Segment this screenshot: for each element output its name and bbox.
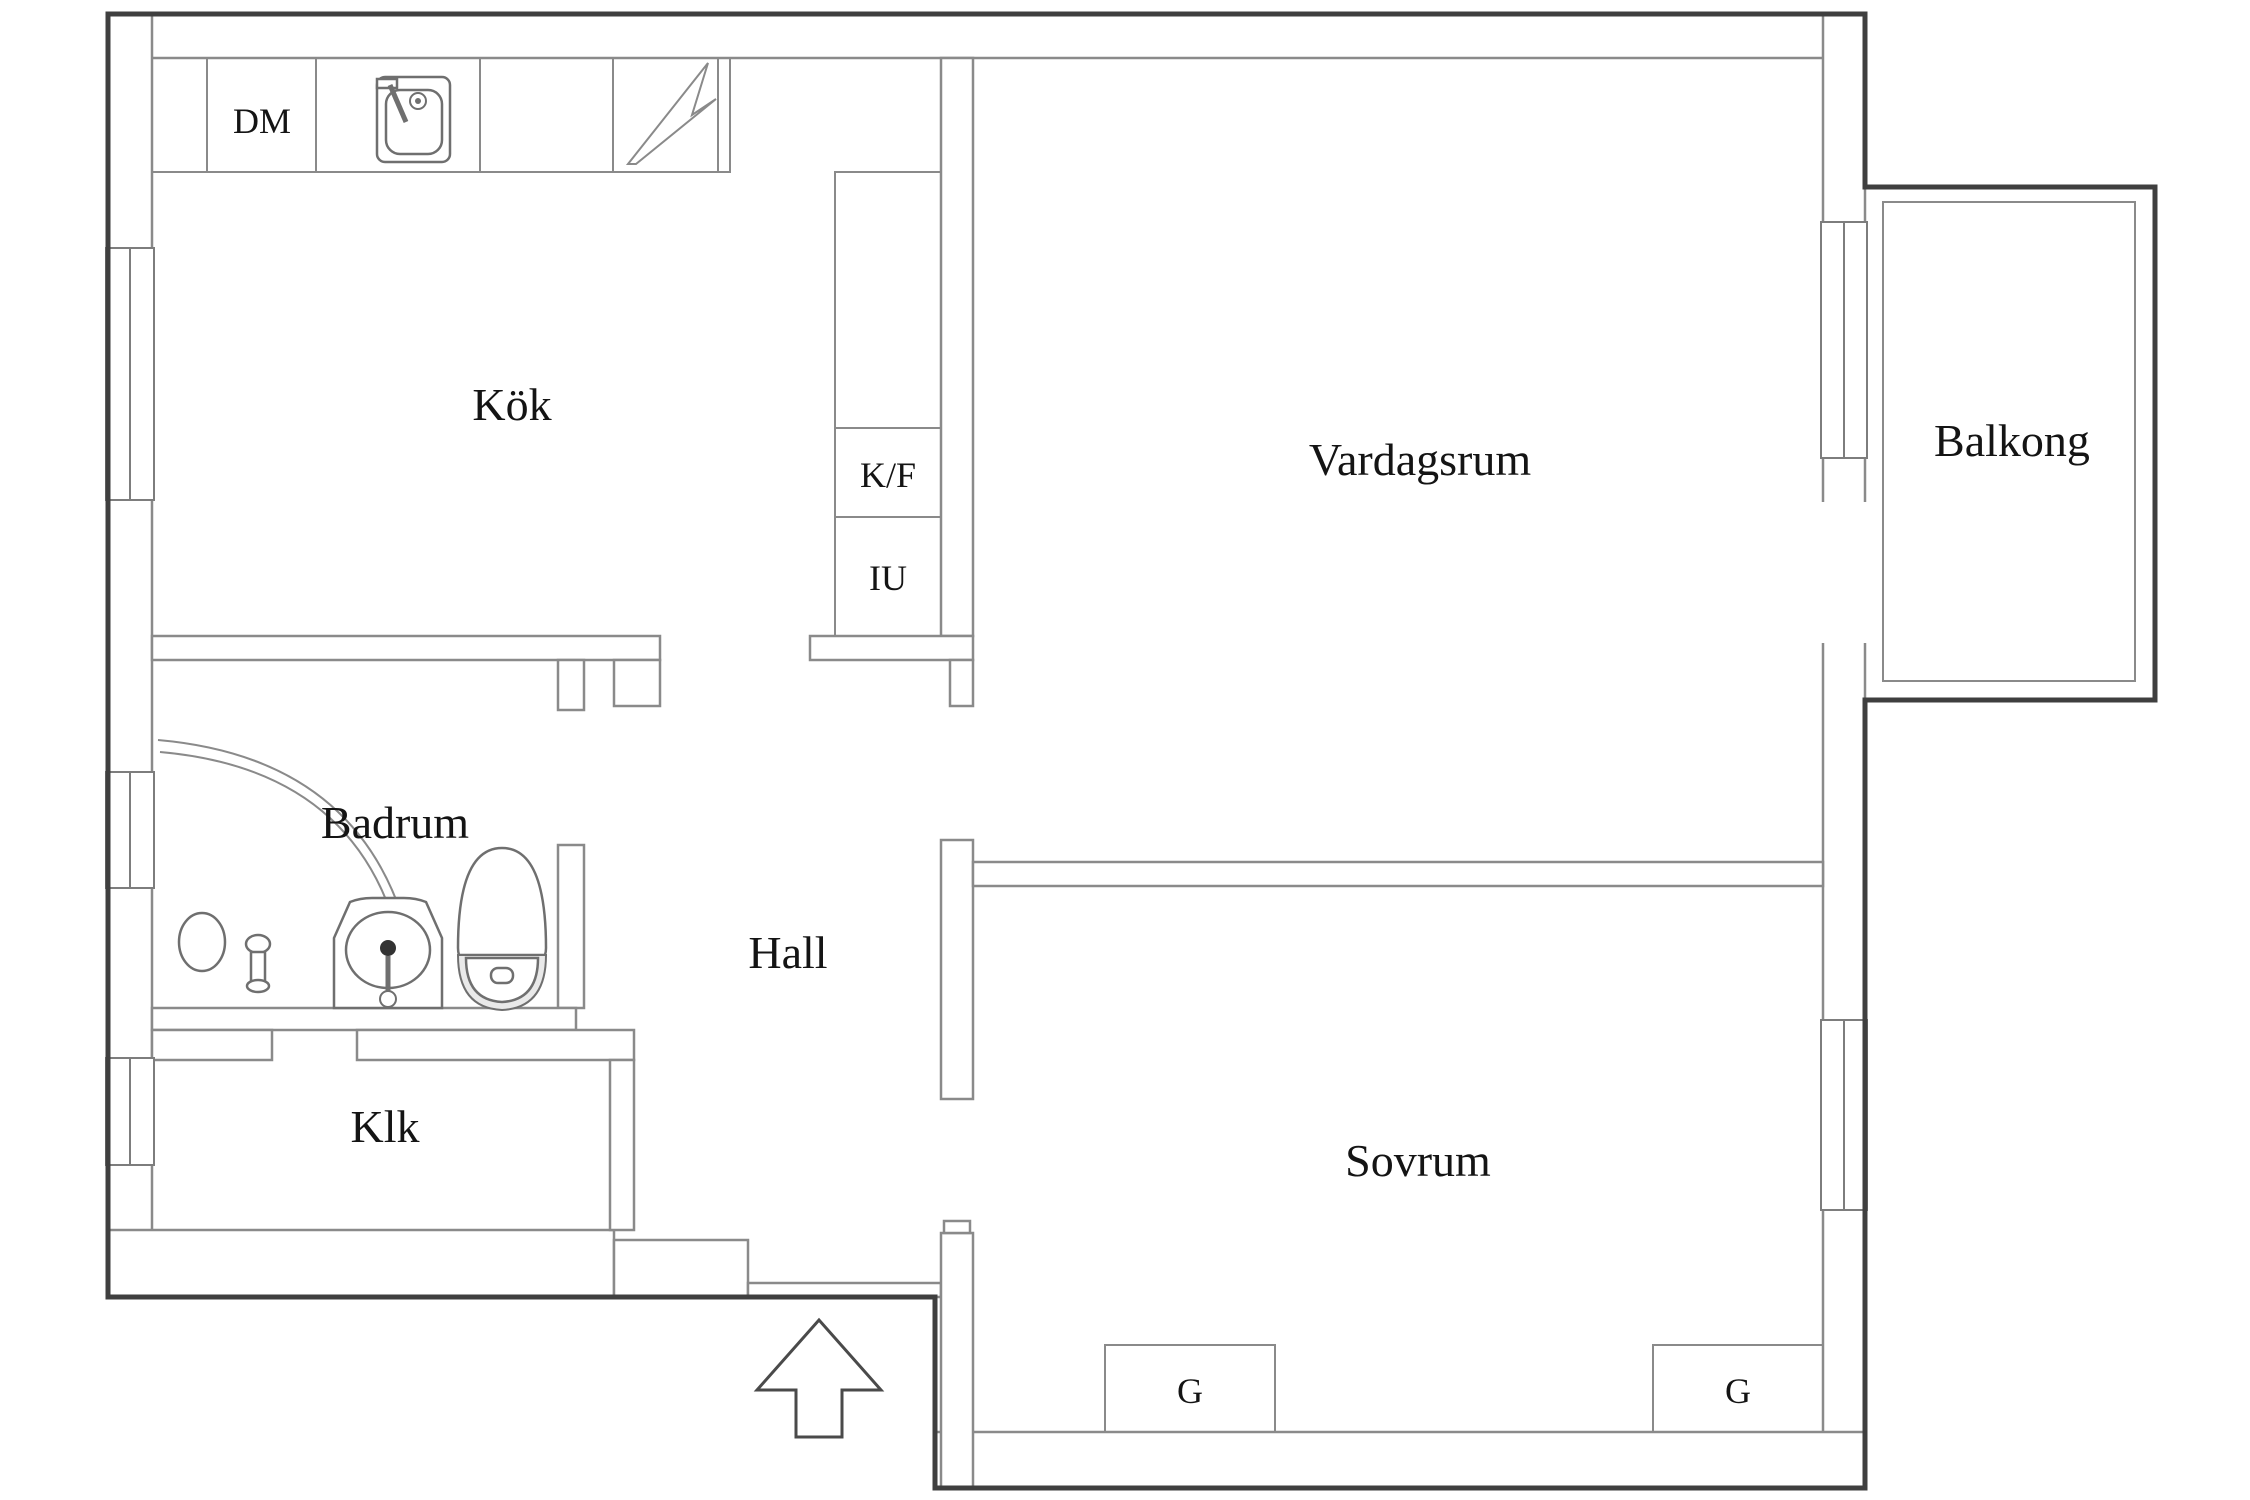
sink-faucet-lever [387, 84, 409, 123]
unit-label-oven-unit: IU [869, 558, 907, 598]
unit-label-wardrobe-left: G [1177, 1371, 1203, 1411]
counter-strip [151, 57, 731, 173]
balcony-railing [1882, 201, 2136, 682]
outer-boundary [105, 11, 2158, 1491]
unit-label-dishwasher: DM [233, 101, 291, 141]
kitchen-sink-icon [375, 75, 452, 164]
fridge-column [834, 171, 942, 637]
wall-bottom-bedroom [933, 1430, 1867, 1490]
wall-closet-right [608, 1058, 636, 1232]
labels: Kök Vardagsrum Balkong Badrum Hall Klk S… [233, 101, 2090, 1411]
toilet-flush-button [489, 966, 515, 985]
room-label-bedroom: Sovrum [1345, 1135, 1491, 1186]
floor-drain-icon [177, 911, 227, 973]
basin-tap [380, 940, 396, 956]
wall-bathroom-right-upper [556, 658, 586, 712]
sink-drain-dot [415, 98, 421, 104]
wall-livingroom-left-upper [939, 56, 975, 638]
stove-cell [612, 57, 719, 173]
room-label-closet: Klk [351, 1101, 420, 1152]
washbasin-icon [332, 896, 444, 1010]
door-jamb-kitchen [612, 658, 662, 708]
wall-kitchen-bottom [150, 634, 662, 662]
door-jamb-livingroom [948, 658, 975, 708]
room-label-hall: Hall [748, 927, 827, 978]
wall-closet-top-right [355, 1028, 636, 1062]
shower-mixer-icon [244, 933, 272, 994]
wardrobe-right-box [1652, 1344, 1824, 1433]
wall-livingroom-left-mid [939, 838, 975, 1101]
kitchen-counter [151, 57, 731, 173]
sink-faucet-base [375, 77, 399, 90]
room-label-living-room: Vardagsrum [1309, 434, 1531, 485]
mixer-knob [244, 933, 272, 955]
balcony-door-opening [1821, 502, 1867, 643]
wall-bathroom-bottom [150, 1006, 578, 1032]
wall-bottom-step [612, 1238, 750, 1299]
wall-bathroom-right-lower [556, 843, 586, 1010]
room-label-kitchen: Kök [472, 379, 551, 430]
wall-under-column [808, 634, 975, 662]
bathroom-fixtures [157, 739, 548, 1012]
wardrobe-left-box [1104, 1344, 1276, 1433]
windows [105, 221, 1868, 1211]
electric-stove-icon [625, 62, 717, 165]
wall-livingroom-bedroom-divider [971, 860, 1825, 888]
toilet-icon [456, 846, 548, 1012]
unit-label-wardrobe-right: G [1725, 1371, 1751, 1411]
door-jamb-stub-bedroom [942, 1219, 972, 1235]
wardrobes [1104, 1344, 1824, 1433]
entrance-arrow-icon [753, 1317, 885, 1439]
mixer-base [245, 978, 271, 994]
wall-bedroom-left-lower [939, 1231, 975, 1490]
wall-bottom-closet [106, 1228, 616, 1299]
column-outline [834, 171, 942, 637]
wall-top [106, 12, 1867, 60]
basin-tap-ring [379, 990, 397, 1008]
mixer-stem [249, 950, 267, 984]
toilet-tank [456, 846, 548, 957]
unit-label-fridge-freezer: K/F [860, 455, 916, 495]
room-label-balcony: Balkong [1934, 415, 2090, 466]
walls [106, 12, 1867, 1490]
wall-closet-top-left [150, 1028, 274, 1062]
room-label-bathroom: Badrum [321, 797, 469, 848]
